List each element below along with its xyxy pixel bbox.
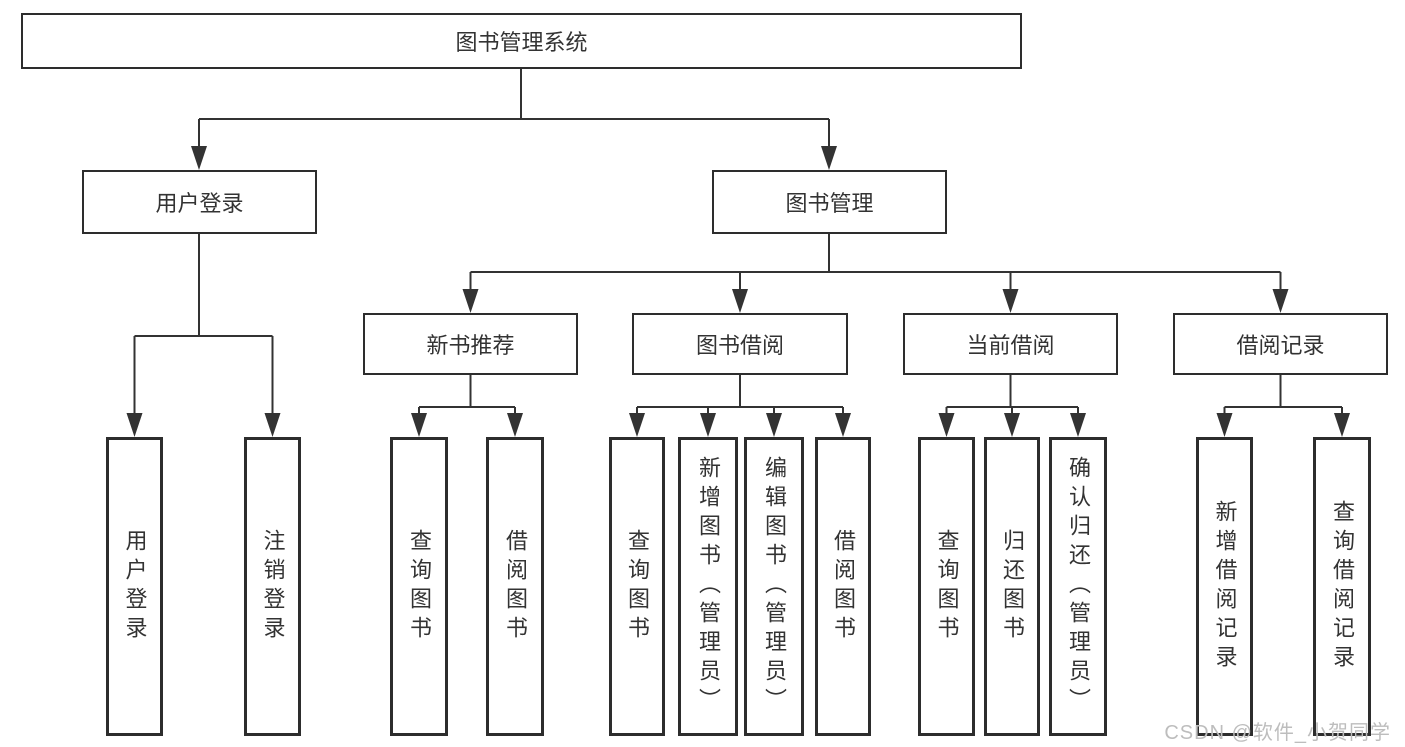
leaf-borrow-query: 查询图书	[609, 437, 665, 736]
node-book-management: 图书管理	[712, 170, 947, 234]
leaf-borrow-add-book-label: 新增图书（管理员）	[696, 456, 721, 717]
connector-book-borrow-to-leaves	[629, 375, 851, 437]
leaf-newbooks-query: 查询图书	[390, 437, 448, 736]
leaf-logout: 注销登录	[244, 437, 301, 736]
leaf-borrow-borrow-book-label: 借阅图书	[831, 528, 856, 645]
leaf-user-login: 用户登录	[106, 437, 163, 736]
leaf-borrow-borrow-book: 借阅图书	[815, 437, 871, 736]
leaf-newbooks-borrow-label: 借阅图书	[503, 528, 528, 645]
leaf-records-add: 新增借阅记录	[1196, 437, 1253, 736]
leaf-logout-label: 注销登录	[260, 528, 286, 645]
leaf-borrow-query-label: 查询图书	[625, 528, 650, 645]
node-borrow-records: 借阅记录	[1173, 313, 1388, 375]
leaf-borrow-edit-book: 编辑图书（管理员）	[744, 437, 804, 736]
leaf-borrow-add-book: 新增图书（管理员）	[678, 437, 738, 736]
leaf-borrow-edit-book-label: 编辑图书（管理员）	[762, 456, 787, 717]
leaf-current-confirm-return-label: 确认归还（管理员）	[1066, 456, 1091, 717]
node-new-book-recommend: 新书推荐	[363, 313, 578, 375]
node-library-system: 图书管理系统	[21, 13, 1022, 69]
connector-root-to-level2	[191, 69, 837, 170]
leaf-records-query-label: 查询借阅记录	[1330, 499, 1355, 674]
csdn-watermark: CSDN @软件_小贺同学	[1164, 722, 1391, 744]
leaf-current-return: 归还图书	[984, 437, 1040, 736]
node-current-borrow: 当前借阅	[903, 313, 1118, 375]
leaf-current-return-label: 归还图书	[1000, 528, 1025, 645]
leaf-current-query: 查询图书	[918, 437, 975, 736]
leaf-newbooks-query-label: 查询图书	[407, 528, 432, 645]
leaf-current-confirm-return: 确认归还（管理员）	[1049, 437, 1107, 736]
connector-user-login-to-leaves	[126, 234, 281, 437]
node-book-borrow: 图书借阅	[632, 313, 848, 375]
leaf-records-query: 查询借阅记录	[1313, 437, 1371, 736]
node-user-login: 用户登录	[82, 170, 317, 234]
connector-book-mgmt-to-level3	[462, 234, 1289, 313]
leaf-records-add-label: 新增借阅记录	[1212, 499, 1238, 674]
connector-current-borrow-to-leaves	[938, 375, 1086, 437]
leaf-current-query-label: 查询图书	[934, 528, 960, 645]
leaf-newbooks-borrow: 借阅图书	[486, 437, 544, 736]
connector-new-books-to-leaves	[411, 375, 523, 437]
leaf-user-login-label: 用户登录	[122, 528, 148, 645]
connector-borrow-records-to-leaves	[1216, 375, 1350, 437]
